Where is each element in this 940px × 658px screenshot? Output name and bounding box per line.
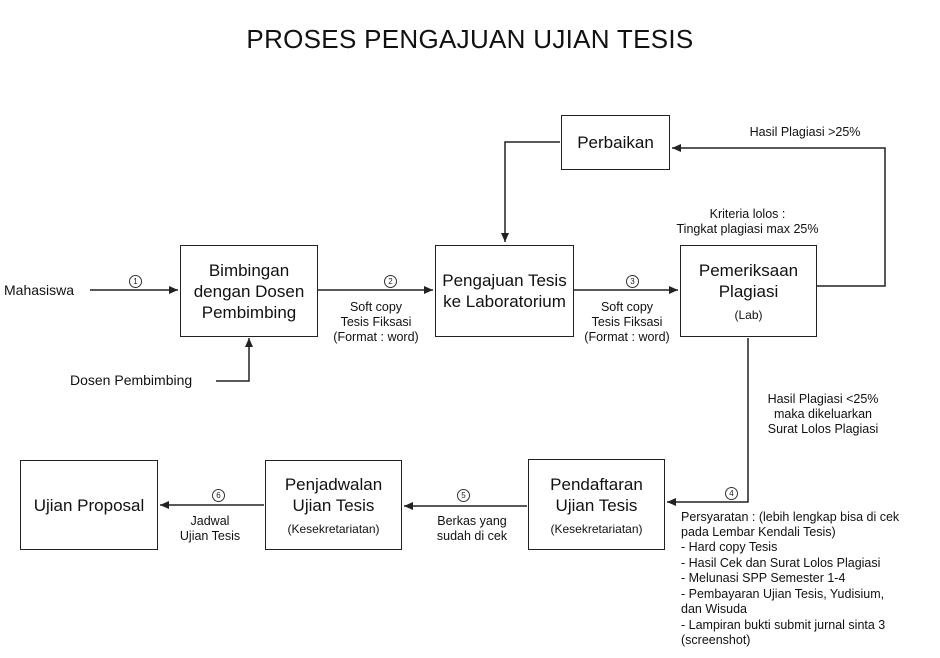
arrow-dosen-bimbingan	[216, 338, 253, 382]
box-penjadwalan-sub: (Kesekretariatan)	[287, 522, 380, 536]
box-pengajuan: Pengajuan Tesis ke Laboratorium	[435, 245, 574, 337]
label-hasil-plagiasi-under: Hasil Plagiasi <25% maka dikeluarkan Sur…	[767, 392, 879, 436]
label-hasil-plagiasi-over: Hasil Plagiasi >25%	[749, 125, 861, 139]
label-berkas: Berkas yang sudah di cek	[436, 514, 508, 543]
persyaratan-item: - Lampiran bukti submit jurnal sinta 3 (…	[681, 617, 886, 648]
persyaratan-heading: Persyaratan : (lebih lengkap bisa di cek…	[681, 510, 900, 539]
step-6-marker: 6	[212, 489, 225, 502]
box-pemeriksaan-label: Pemeriksaan Plagiasi	[698, 261, 799, 301]
persyaratan-item: - Pembayaran Ujian Tesis, Yudisium, dan …	[681, 586, 885, 617]
box-pemeriksaan-sub: (Lab)	[734, 308, 763, 322]
persyaratan-list: - Hard copy Tesis - Hasil Cek dan Surat …	[681, 540, 939, 649]
step-4-marker: 4	[725, 487, 738, 500]
step-1-marker: 1	[129, 275, 142, 288]
step-3-marker: 3	[626, 275, 639, 288]
label-dosen-pembimbing: Dosen Pembimbing	[70, 372, 193, 388]
label-mahasiswa: Mahasiswa	[4, 282, 75, 298]
box-bimbingan: Bimbingan dengan Dosen Pembimbing	[180, 245, 318, 337]
persyaratan-item: - Hard copy Tesis	[681, 540, 778, 554]
step-2-marker: 2	[384, 275, 397, 288]
box-ujian-proposal-label: Ujian Proposal	[33, 495, 145, 515]
box-pengajuan-label: Pengajuan Tesis ke Laboratorium	[442, 271, 567, 311]
box-bimbingan-label: Bimbingan dengan Dosen Pembimbing	[193, 260, 305, 322]
diagram-title: PROSES PENGAJUAN UJIAN TESIS	[246, 24, 694, 54]
persyaratan-block: Persyaratan : (lebih lengkap bisa di cek…	[681, 510, 939, 649]
box-pendaftaran-sub: (Kesekretariatan)	[550, 521, 643, 536]
persyaratan-item: - Hasil Cek dan Surat Lolos Plagiasi	[681, 555, 881, 570]
label-kriteria-lolos: Kriteria lolos : Tingkat plagiasi max 25…	[676, 207, 819, 236]
label-softcopy-2: Soft copy Tesis Fiksasi (Format : word)	[584, 300, 670, 344]
step-5-marker: 5	[457, 489, 470, 502]
label-jadwal: Jadwal Ujian Tesis	[179, 514, 241, 543]
box-ujian-proposal: Ujian Proposal	[20, 460, 158, 550]
persyaratan-item: - Melunasi SPP Semester 1-4	[681, 571, 846, 585]
box-perbaikan-label: Perbaikan	[577, 133, 654, 152]
label-softcopy-1: Soft copy Tesis Fiksasi (Format : word)	[333, 300, 419, 344]
arrow-perbaikan-pengajuan	[501, 141, 560, 242]
box-pemeriksaan: Pemeriksaan Plagiasi (Lab)	[680, 245, 817, 337]
box-penjadwalan-label: Penjadwalan Ujian Tesis	[284, 475, 383, 515]
box-perbaikan: Perbaikan	[561, 115, 670, 170]
arrow-pemeriksaan-perbaikan	[672, 144, 886, 287]
box-pendaftaran: Pendaftaran Ujian Tesis (Kesekretariatan…	[528, 459, 665, 550]
box-penjadwalan: Penjadwalan Ujian Tesis (Kesekretariatan…	[265, 460, 402, 550]
box-pendaftaran-label: Pendaftaran Ujian Tesis	[550, 474, 643, 515]
arrow-pemeriksaan-pendaftaran	[667, 338, 749, 506]
